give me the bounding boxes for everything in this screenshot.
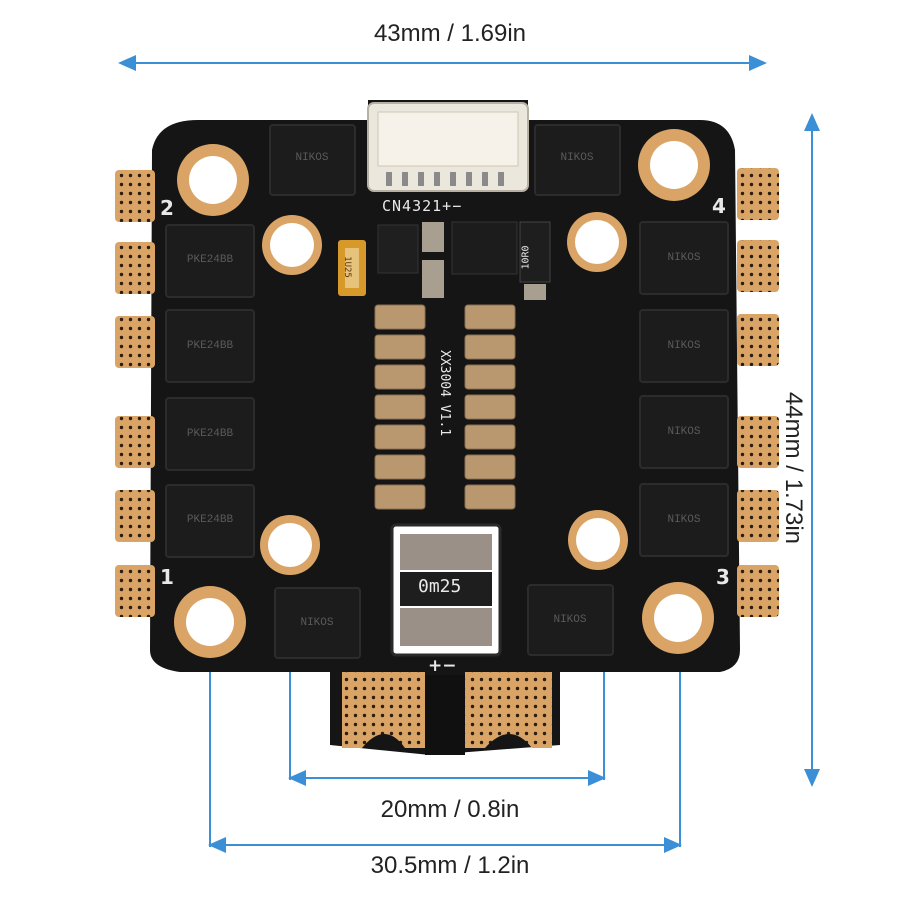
svg-text:NIKOS: NIKOS (667, 514, 700, 526)
board-width-label: 43mm / 1.69in (373, 20, 527, 47)
svg-text:NIKOS: NIKOS (300, 617, 333, 629)
outer-mount-spacing-label: 30.5mm / 1.2in (370, 852, 530, 879)
motor-pad (115, 170, 155, 222)
mosfet-chip (527, 584, 614, 656)
motor-pad (115, 416, 155, 468)
version-label: XX3004 V1.1 (437, 350, 452, 437)
battery-pad-positive (342, 672, 425, 748)
mosfet-chip (639, 309, 729, 383)
mount-hole-inner (568, 510, 628, 570)
motor-pads-left (115, 170, 155, 617)
capacitor-array (374, 304, 516, 510)
mount-hole-outer (177, 144, 249, 216)
motor-pad (737, 314, 779, 366)
shunt-label: 0m25 (418, 576, 462, 597)
mosfet-chips (165, 124, 729, 659)
mosfet-chip (165, 397, 255, 471)
motor-pad (115, 242, 155, 294)
svg-text:PKE24BB: PKE24BB (187, 340, 234, 352)
mosfet-chip (534, 124, 621, 196)
mount-hole-outer (642, 582, 714, 654)
mosfet-markings: NIKOS NIKOS PKE24BB PKE24BB PKE24BB PKE2… (187, 152, 701, 629)
svg-text:PKE24BB: PKE24BB (187, 514, 234, 526)
motor-pad (737, 416, 779, 468)
mosfet-chip (639, 221, 729, 295)
svg-text:NIKOS: NIKOS (667, 426, 700, 438)
board-height-label: 44mm / 1.73in (780, 391, 807, 545)
mosfet-chip (269, 124, 356, 196)
inner-mount-spacing-label: 20mm / 0.8in (380, 796, 520, 823)
motor-pads-right (737, 168, 779, 617)
power-polarity-label: +− (428, 656, 457, 676)
ground-stripe (425, 675, 465, 755)
motor-number-4: 4 (712, 194, 726, 218)
motor-pad (115, 490, 155, 542)
mosfet-chip (639, 483, 729, 557)
svg-text:NIKOS: NIKOS (667, 340, 700, 352)
motor-pad (737, 565, 779, 617)
svg-text:PKE24BB: PKE24BB (187, 428, 234, 440)
svg-text:NIKOS: NIKOS (295, 152, 328, 164)
mount-hole-inner (567, 212, 627, 272)
mounting-holes (174, 129, 714, 658)
capacitor-label: 1U25 (341, 256, 352, 278)
motor-pad (115, 565, 155, 617)
motor-pad (737, 168, 779, 220)
motor-pad (115, 316, 155, 368)
battery-pads (342, 672, 552, 748)
signal-connector (367, 102, 529, 192)
mosfet-chip (165, 484, 255, 558)
mosfet-chip (639, 395, 729, 469)
motor-number-2: 2 (160, 196, 174, 220)
resistor-label: 10R0 (520, 245, 532, 270)
mosfet-chip (165, 224, 255, 298)
svg-text:NIKOS: NIKOS (560, 152, 593, 164)
current-shunt (390, 523, 502, 657)
mount-hole-outer (174, 586, 246, 658)
mosfet-chip (274, 587, 361, 659)
motor-number-1: 1 (160, 565, 174, 589)
svg-text:NIKOS: NIKOS (667, 252, 700, 264)
motor-pad (737, 240, 779, 292)
mount-hole-inner (262, 215, 322, 275)
svg-text:PKE24BB: PKE24BB (187, 254, 234, 266)
svg-text:NIKOS: NIKOS (553, 614, 586, 626)
mount-hole-outer (638, 129, 710, 201)
battery-pad-negative (465, 672, 552, 748)
mosfet-chip (165, 309, 255, 383)
small-components (338, 221, 551, 300)
connector-label: CN4321+− (382, 197, 463, 215)
motor-pad (737, 490, 779, 542)
mount-hole-inner (260, 515, 320, 575)
motor-number-3: 3 (716, 565, 730, 589)
